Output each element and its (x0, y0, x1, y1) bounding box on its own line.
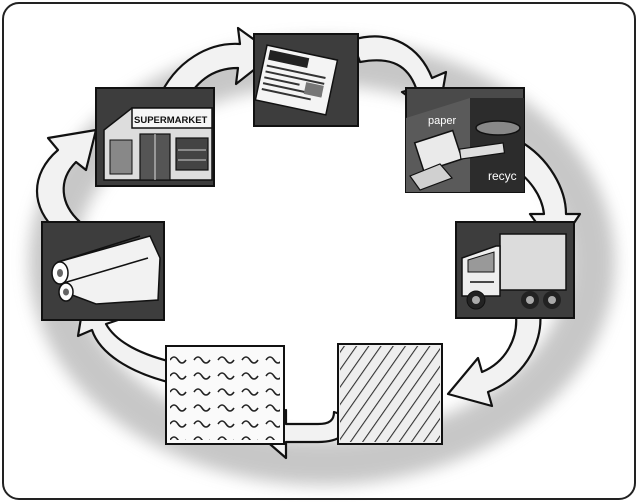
shredded-paper-icon (340, 346, 440, 442)
paper-pulp-icon (170, 350, 280, 440)
stage-supermarket: SUPERMARKET (96, 88, 214, 186)
stage-paper-rolls (42, 222, 164, 320)
stage-garbage-truck (456, 222, 574, 318)
stage-recycling-bins: paper recyc (406, 88, 524, 192)
stage-newspaper (254, 34, 358, 126)
store-sign-label: SUPERMARKET (134, 115, 208, 126)
bin-paper-label: paper (428, 115, 456, 127)
bin-recycle-label: recyc (488, 169, 517, 183)
stage-paper-pulp (166, 346, 284, 444)
stage-shredded-paper (338, 344, 442, 444)
